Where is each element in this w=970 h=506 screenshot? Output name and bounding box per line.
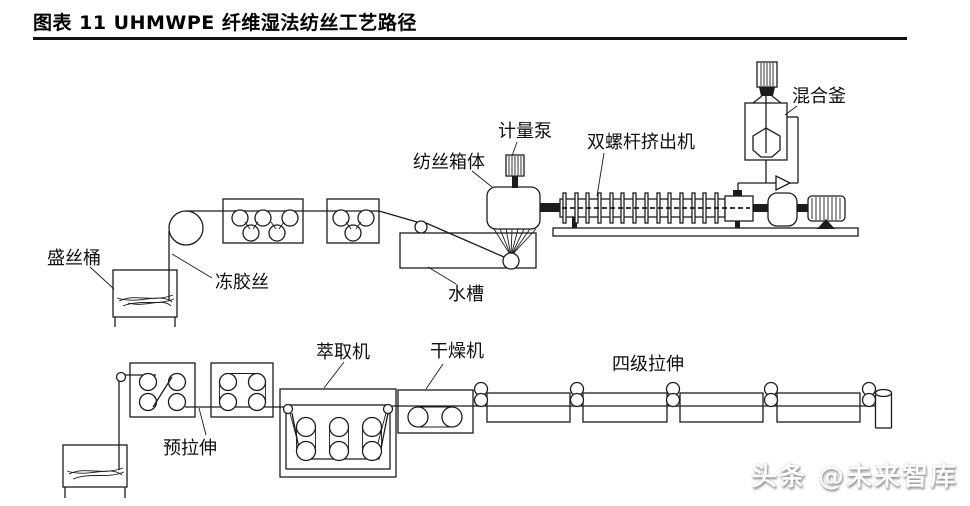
extraction-machine: [279, 388, 397, 478]
kettle-motor-fins: [760, 63, 774, 86]
feed-pipe: [737, 116, 799, 192]
wash-box-1-weave: [244, 221, 285, 230]
motor-mount-triangle: [817, 219, 835, 229]
drying-machine: [397, 389, 474, 434]
draw-ovens: [486, 392, 861, 423]
drive-motor: [807, 195, 846, 222]
draw-oven-4: [776, 392, 861, 423]
wash-box-1-rollers: [231, 209, 299, 242]
fiber-line-slope-1: [378, 210, 418, 223]
label-extraction: 萃取机: [316, 342, 370, 363]
guide-pulley: [115, 371, 127, 383]
label-spinning-box: 纺丝箱体: [413, 152, 485, 173]
feed-throat: [733, 190, 742, 196]
wash-box-2: [326, 198, 380, 244]
water-tank: [399, 232, 537, 269]
label-four-stage-drawing: 四级拉伸: [612, 354, 684, 375]
label-gel-fiber: 冻胶丝: [215, 272, 269, 293]
extraction-housing: [279, 388, 397, 478]
extraction-exit-guide: [382, 403, 394, 415]
title-underline: [33, 37, 907, 40]
labels: 混合釜 计量泵 双螺杆挤出机 纺丝箱体 水槽 冻胶丝 盛丝桶 预拉伸 萃取机 干…: [47, 86, 846, 459]
leader-pre-drawing: [198, 407, 207, 436]
extraction-entry-guide: [282, 403, 294, 415]
twin-screw-extruder: [538, 190, 859, 237]
spray-guide-roller: [502, 252, 520, 270]
fiber-barrel-bottom: [62, 444, 128, 498]
gearbox-shaft: [753, 204, 768, 212]
draw-oven-3: [679, 392, 764, 423]
machine-base: [552, 227, 859, 237]
label-fiber-barrel: 盛丝桶: [47, 248, 101, 269]
pre-draw-box-1: [129, 362, 196, 418]
label-metering-pump: 计量泵: [498, 121, 552, 142]
wash-box-2-weave: [345, 221, 362, 230]
spinning-box: [486, 186, 541, 230]
flow-arrow-icon: [775, 174, 792, 192]
leader-extruder: [596, 152, 605, 197]
extraction-bath: [285, 404, 391, 470]
drive-motor-fins: [811, 197, 841, 220]
leader-extraction: [323, 361, 345, 389]
watermark: 头条 @未来智库: [750, 462, 958, 492]
drying-rollers: [407, 406, 463, 428]
fiber-coil: [66, 467, 125, 480]
label-extruder: 双螺杆挤出机: [587, 132, 695, 153]
wash-box-1: [222, 198, 304, 244]
leader-spinning-box: [471, 170, 493, 188]
leader-metering-pump: [511, 141, 518, 157]
pre-draw-box-1-rollers: [138, 372, 187, 412]
wash-box-2-rollers: [332, 209, 375, 242]
label-mixing-kettle: 混合釜: [792, 86, 846, 107]
pre-draw-box-2-belt: [219, 373, 266, 402]
tank-edge-roller: [414, 220, 428, 234]
label-pre-drawing: 预拉伸: [163, 438, 217, 459]
leader-gel-fiber: [171, 253, 213, 279]
fiber-line-slope-2: [425, 222, 505, 258]
pump-shaft: [512, 176, 518, 188]
winding-bobbin: [874, 388, 893, 429]
pre-draw-belt-diagonal: [152, 376, 173, 408]
nip-roller-pairs: [473, 381, 877, 408]
label-drying: 干燥机: [430, 341, 484, 362]
gearbox: [767, 192, 798, 227]
metering-pump-fins: [508, 156, 522, 175]
fiber-barrel-top: [112, 269, 178, 327]
pre-draw-unit: [129, 362, 292, 418]
draw-oven-2: [582, 392, 668, 423]
draw-oven-1: [486, 392, 571, 423]
feed-leg: [735, 221, 740, 228]
leader-fiber-barrel: [89, 266, 115, 290]
fiber-coil: [116, 294, 175, 307]
motor-shaft: [797, 204, 808, 212]
leader-water-tank: [427, 266, 457, 285]
extraction-roller-pairs: [295, 416, 383, 462]
figure-title: 图表 11 UHMWPE 纤维湿法纺丝工艺路径: [33, 12, 417, 34]
motor-coupling: [759, 87, 775, 96]
godet-roller-large: [168, 210, 204, 246]
leader-drying: [425, 363, 444, 390]
agitator-vessel: [752, 127, 781, 158]
upper-fiber-path: [168, 198, 520, 300]
leader-mixing-kettle: [784, 105, 798, 116]
pre-draw-box-2-rollers: [218, 372, 267, 412]
spinning-box-assembly: [486, 154, 541, 257]
die-shaft: [538, 203, 560, 212]
mixing-kettle: [744, 61, 788, 161]
pre-draw-box-2: [210, 362, 274, 418]
label-water-tank: 水槽: [448, 284, 484, 305]
